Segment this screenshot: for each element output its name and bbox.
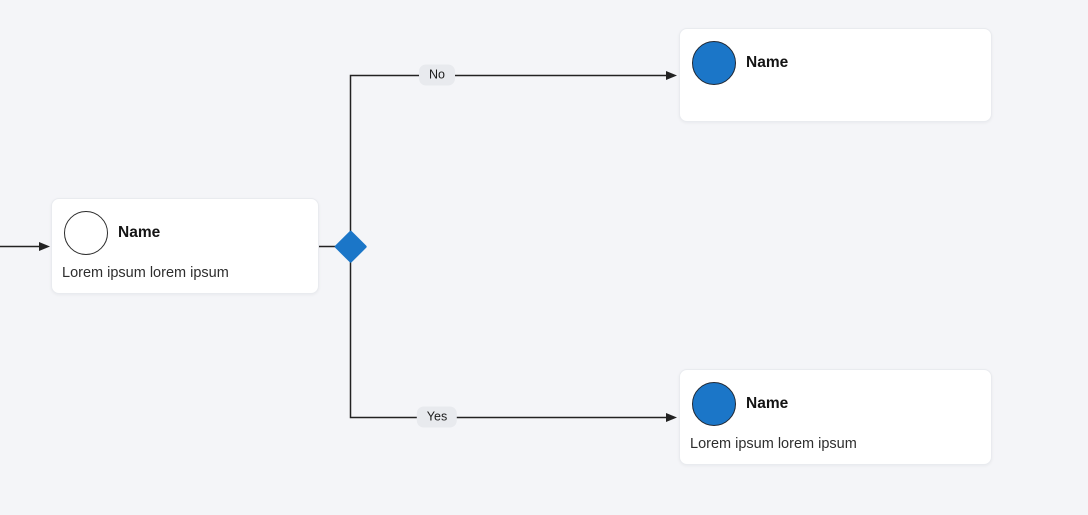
edge-branches — [349, 74, 666, 419]
circle-outline-icon — [64, 211, 108, 255]
edge-label-yes[interactable]: Yes — [416, 406, 458, 428]
circle-filled-icon — [692, 382, 736, 426]
arrowhead-inbound — [39, 242, 50, 251]
card-header: Name — [680, 370, 991, 426]
node-description: Lorem ipsum lorem ipsum — [690, 436, 857, 452]
node-title: Name — [118, 224, 161, 241]
card-header: Name — [680, 29, 991, 85]
edge-label-no[interactable]: No — [419, 64, 455, 86]
arrowhead-yes — [666, 413, 677, 422]
arrowhead-no — [666, 71, 677, 80]
node-card-yes-target[interactable]: Name Lorem ipsum lorem ipsum — [679, 369, 992, 465]
decision-diamond-node[interactable] — [334, 230, 367, 263]
node-description: Lorem ipsum lorem ipsum — [62, 265, 229, 281]
node-title: Name — [746, 395, 789, 412]
card-header: Name — [52, 199, 318, 255]
circle-filled-icon — [692, 41, 736, 85]
node-card-no-target[interactable]: Name — [679, 28, 992, 122]
node-card-start[interactable]: Name Lorem ipsum lorem ipsum — [51, 198, 319, 294]
node-title: Name — [746, 54, 789, 71]
